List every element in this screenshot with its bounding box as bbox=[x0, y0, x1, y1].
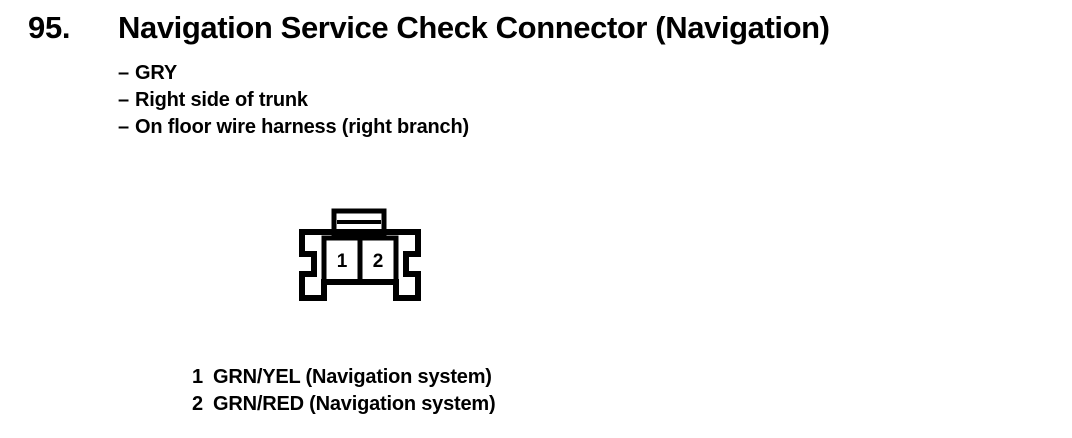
connector-illustration: 1 2 bbox=[299, 208, 421, 301]
dash-bullet-icon: – bbox=[118, 116, 129, 138]
connector-diagram: 1 2 bbox=[296, 206, 436, 306]
spec-item-label: Right side of trunk bbox=[135, 89, 308, 111]
pin-number: 2 bbox=[192, 393, 203, 415]
pin-description: GRN/YEL (Navigation system) bbox=[213, 366, 492, 388]
pin-number: 1 bbox=[192, 366, 203, 388]
specification-list: – GRY – Right side of trunk – On floor w… bbox=[118, 62, 818, 143]
cavity-number-2: 2 bbox=[373, 251, 384, 272]
pin-legend-row: 1 GRN/YEL (Navigation system) bbox=[192, 366, 792, 393]
pin-legend-row: 2 GRN/RED (Navigation system) bbox=[192, 393, 792, 420]
spec-item-label: On floor wire harness (right branch) bbox=[135, 116, 469, 138]
section-heading: 95. Navigation Service Check Connector (… bbox=[28, 10, 1058, 50]
spec-item: – GRY bbox=[118, 62, 818, 89]
dash-bullet-icon: – bbox=[118, 62, 129, 84]
pin-legend-list: 1 GRN/YEL (Navigation system) 2 GRN/RED … bbox=[192, 366, 792, 420]
dash-bullet-icon: – bbox=[118, 89, 129, 111]
pin-description: GRN/RED (Navigation system) bbox=[213, 393, 496, 415]
page-title: Navigation Service Check Connector (Navi… bbox=[118, 10, 830, 45]
spec-item-label: GRY bbox=[135, 62, 177, 84]
section-number: 95. bbox=[28, 10, 71, 45]
spec-item: – Right side of trunk bbox=[118, 89, 818, 116]
cavity-number-1: 1 bbox=[337, 251, 348, 272]
spec-item: – On floor wire harness (right branch) bbox=[118, 116, 818, 143]
